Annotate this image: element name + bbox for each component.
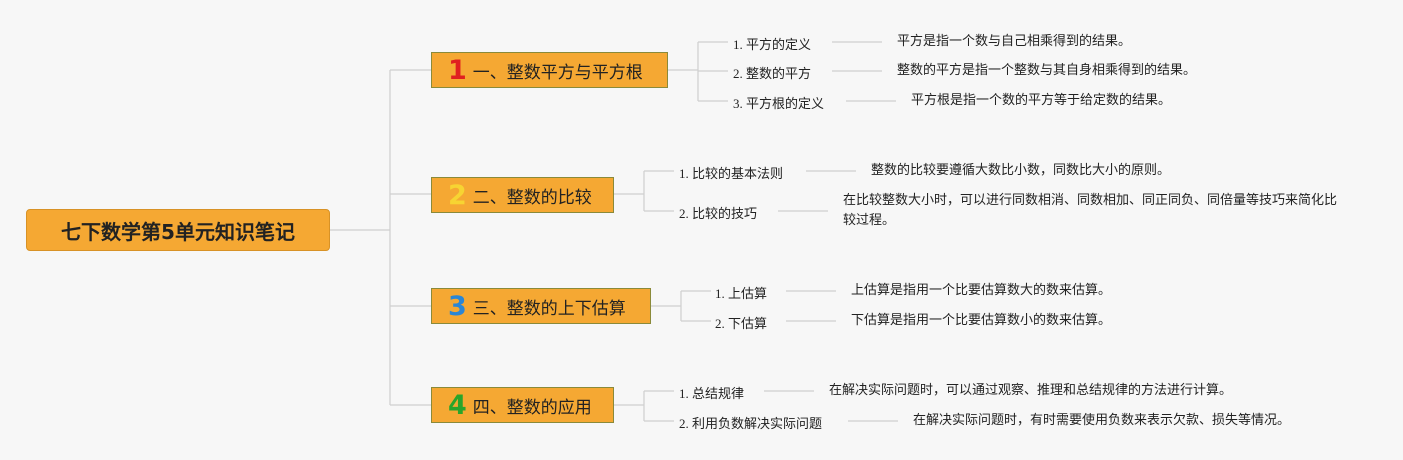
branch-1[interactable]: 1 一、整数平方与平方根 [431,52,668,88]
branch-number-4: 4 [448,389,467,421]
branch-title-3: 三、整数的上下估算 [472,298,626,319]
leaf-2-1[interactable]: 1. 比较的基本法则 [679,166,784,181]
branch-title-4: 四、整数的应用 [472,397,592,418]
leaf-3-1[interactable]: 1. 上估算 [715,286,768,301]
leaf-1-1[interactable]: 1. 平方的定义 [733,37,812,52]
leaf-4-2[interactable]: 2. 利用负数解决实际问题 [679,416,823,431]
desc-1-1: 平方是指一个数与自己相乘得到的结果。 [897,34,1132,49]
leaf-4-1[interactable]: 1. 总结规律 [679,386,745,401]
desc-3-2: 下估算是指用一个比要估算数小的数来估算。 [851,313,1112,328]
leaf-1-3[interactable]: 3. 平方根的定义 [733,96,825,111]
leaf-1-2[interactable]: 2. 整数的平方 [733,66,812,81]
desc-1-3: 平方根是指一个数的平方等于给定数的结果。 [911,93,1172,108]
branch-number-1: 1 [448,54,467,86]
desc-2-1: 整数的比较要遵循大数比小数，同数比大小的原则。 [871,163,1171,178]
desc-4-1: 在解决实际问题时，可以通过观察、推理和总结规律的方法进行计算。 [829,383,1233,398]
desc-3-1: 上估算是指用一个比要估算数大的数来估算。 [851,283,1112,298]
desc-1-2: 整数的平方是指一个整数与其自身相乘得到的结果。 [897,63,1197,78]
desc-4-2: 在解决实际问题时，有时需要使用负数来表示欠款、损失等情况。 [913,413,1291,428]
branch-3[interactable]: 3 三、整数的上下估算 [431,288,651,324]
branch-number-3: 3 [448,290,467,322]
branch-title-2: 二、整数的比较 [472,187,592,208]
branch-number-2: 2 [448,179,467,211]
leaf-2-2[interactable]: 2. 比较的技巧 [679,206,758,221]
desc-2-2: 在比较整数大小时，可以进行同数相消、同数相加、同正同负、同倍量等技巧来简化比较过… [843,193,1338,228]
root-node[interactable]: 七下数学第5单元知识笔记 [26,209,330,251]
branch-4[interactable]: 4 四、整数的应用 [431,387,614,423]
leaf-3-2[interactable]: 2. 下估算 [715,316,768,331]
branch-title-1: 一、整数平方与平方根 [472,62,643,83]
branch-2[interactable]: 2 二、整数的比较 [431,177,614,213]
root-title: 七下数学第5单元知识笔记 [61,219,295,244]
